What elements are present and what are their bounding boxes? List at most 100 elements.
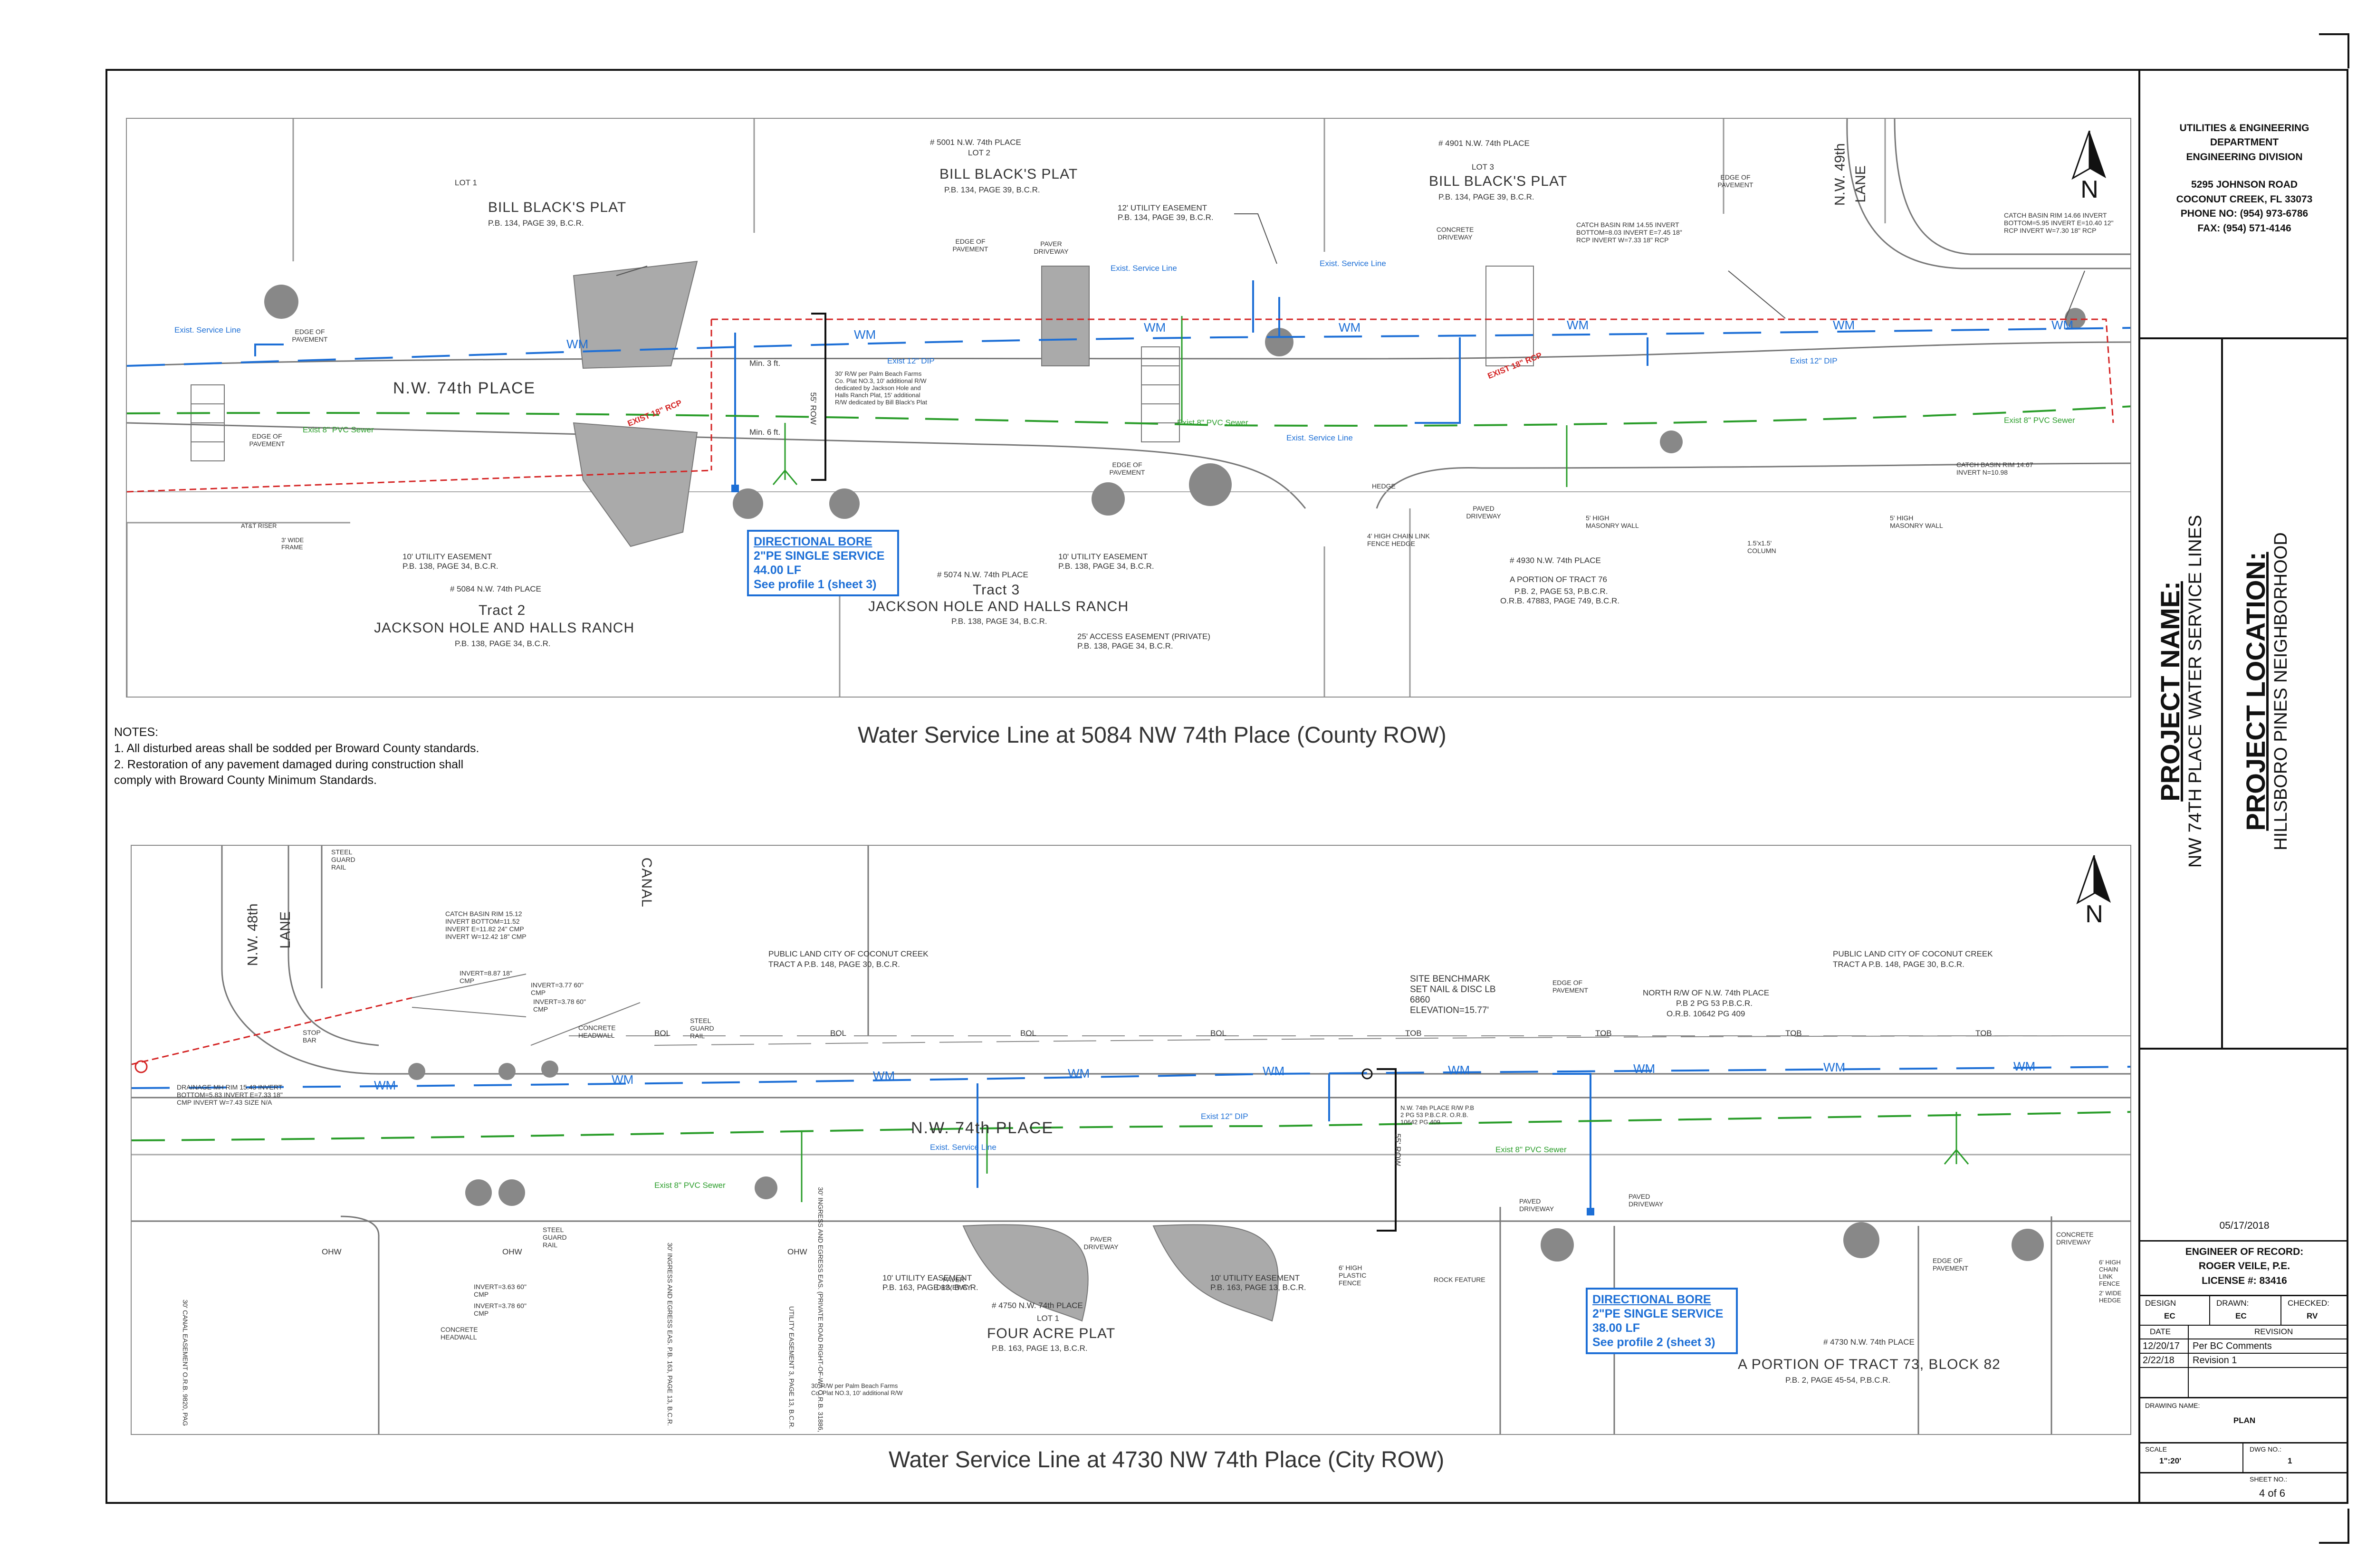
bottom-label-four-acre: FOUR ACRE PLAT	[987, 1326, 1116, 1341]
bottom-label-paver-driveway-2: PAVER DRIVEWAY	[936, 1276, 971, 1291]
tb-divider	[2140, 1367, 2348, 1368]
top-label-util-ease-10-1: 10' UTILITY EASEMENT	[402, 552, 492, 561]
top-label-street: N.W. 74th PLACE	[393, 379, 536, 397]
sheet-label: SHEET NO.:	[2250, 1475, 2288, 1483]
bottom-label-headwall-1: CONCRETE HEADWALL	[578, 1024, 616, 1040]
top-label-wide-frame: 3' WIDE FRAME	[281, 536, 304, 551]
tb-divider	[2188, 1326, 2189, 1397]
bottom-label-stop-bar: STOP BAR	[303, 1029, 321, 1044]
bottom-label-bol-2: BOL	[830, 1029, 847, 1038]
bottom-label-wm-5: WM	[1263, 1064, 1285, 1078]
bottom-label-steel-guard-3: STEEL GUARD RAIL	[543, 1226, 567, 1249]
bottom-label-tob-3: TOB	[1785, 1029, 1802, 1038]
bottom-north-label: N	[2085, 900, 2103, 928]
bottom-label-exist-12-dip: Exist 12" DIP	[1201, 1112, 1248, 1121]
bottom-label-invert-377: INVERT=3.77 60" CMP	[531, 981, 584, 997]
top-label-access-ease: 25' ACCESS EASEMENT (PRIVATE)	[1077, 632, 1211, 641]
checked-value: RV	[2307, 1311, 2318, 1320]
dept-line-3: ENGINEERING DIVISION	[2186, 151, 2303, 163]
top-label-paved-driveway: PAVED DRIVEWAY	[1466, 505, 1501, 520]
bottom-label-drainage-mh: DRAINAGE MH RIM 15.43 INVERT BOTTOM=5.83…	[177, 1083, 283, 1107]
top-label-concrete-driveway: CONCRETE DRIVEWAY	[1436, 226, 1474, 241]
top-label-pb138-1: P.B. 138, PAGE 34, B.C.R.	[455, 639, 551, 648]
notes-item-2: 2. Restoration of any pavement damaged d…	[114, 757, 464, 771]
top-label-jackson-1: JACKSON HOLE AND HALLS RANCH	[374, 620, 635, 636]
dwg-value: 1	[2288, 1456, 2292, 1465]
tb-divider	[2140, 1325, 2348, 1326]
bottom-label-pb163: P.B. 163, PAGE 13, B.C.R.	[992, 1344, 1088, 1353]
top-label-side-street: N.W. 49th	[1832, 143, 1848, 206]
top-label-orb-47883: O.R.B. 47883, PAGE 749, B.C.R.	[1500, 596, 1620, 605]
top-label-exist-8-pvc-2: Exist 8" PVC Sewer	[1177, 418, 1248, 427]
fax: FAX: (954) 571-4146	[2197, 222, 2291, 234]
bottom-label-rw-small: N.W. 74th PLACE R/W P.B 2 PG 53 P.B.C.R.…	[1400, 1104, 1475, 1126]
top-label-masonry-1: 5' HIGH MASONRY WALL	[1586, 514, 1639, 530]
project-location-block: PROJECT LOCATION: HILLSBORO PINES NEIGHB…	[2240, 335, 2297, 1048]
top-label-pb134-3: P.B. 134, PAGE 39, B.C.R.	[1438, 192, 1534, 201]
bottom-plan-caption: Water Service Line at 4730 NW 74th Place…	[889, 1447, 1445, 1472]
top-north-arrow: N	[2061, 131, 2118, 203]
top-label-catch-basin-3: CATCH BASIN RIM 14.67 INVERT N=10.98	[1956, 461, 2033, 477]
top-label-addr-4901: # 4901 N.W. 74th PLACE	[1438, 139, 1530, 148]
north-arrow-icon	[2076, 855, 2111, 905]
bottom-label-util-ease-10-2-ref: P.B. 163, PAGE 13, B.C.R.	[1210, 1283, 1306, 1292]
bottom-label-edge-pavement-1: EDGE OF PAVEMENT	[1552, 979, 1588, 994]
bottom-label-public-land-1-ref: TRACT A P.B. 148, PAGE 30, B.C.R.	[768, 960, 900, 969]
tb-divider	[2242, 1444, 2243, 1472]
top-label-util-ease-10-1-ref: P.B. 138, PAGE 34, B.C.R.	[402, 562, 498, 571]
sheet-value: 4 of 6	[2259, 1487, 2286, 1499]
top-label-paver-driveway: PAVER DRIVEWAY	[1034, 240, 1069, 256]
bottom-callout-line3: 38.00 LF	[1592, 1321, 1640, 1335]
revision-label: REVISION	[2254, 1327, 2293, 1336]
top-label-wm-1: WM	[566, 337, 589, 351]
top-label-wm-7: WM	[2051, 318, 2074, 332]
north-arrow-icon	[2071, 131, 2106, 180]
bottom-label-steel-guard-2: STEEL GUARD RAIL	[690, 1017, 714, 1040]
top-label-wm-5: WM	[1567, 318, 1589, 332]
project-name-block: PROJECT NAME: NW 74TH PLACE WATER SERVIC…	[2155, 335, 2212, 1048]
bottom-label-plastic-fence: 6' HIGH PLASTIC FENCE	[1339, 1264, 1367, 1287]
bottom-label-vert-1: 30' INGRESS AND EGRESS EAS. (PRIVATE ROA…	[816, 1187, 824, 1435]
bottom-label-street: N.W. 74th PLACE	[911, 1119, 1054, 1137]
rev-2: Revision 1	[2193, 1355, 2237, 1366]
bottom-label-paver-driveway-1: PAVER DRIVEWAY	[1083, 1235, 1119, 1251]
bottom-callout-line2: 2"PE SINGLE SERVICE	[1592, 1307, 1724, 1320]
top-label-row-30: 30' R/W per Palm Beach Farms Co. Plat NO…	[835, 370, 927, 406]
top-label-hedge: HEDGE	[1372, 482, 1396, 490]
top-plan-drawing	[127, 119, 2130, 697]
top-label-exist-8-pvc-1: Exist 8" PVC Sewer	[303, 425, 374, 434]
tb-divider	[2140, 1295, 2348, 1296]
bottom-callout-line4: See profile 2 (sheet 3)	[1592, 1336, 1715, 1349]
bottom-label-invert-887: INVERT=8.87 18" CMP	[460, 969, 512, 985]
bottom-label-lot1: LOT 1	[1037, 1314, 1059, 1323]
bottom-label-bol-3: BOL	[1020, 1029, 1037, 1038]
address-line-2: COCONUT CREEK, FL 33073	[2176, 193, 2313, 205]
top-label-chain-fence: 4' HIGH CHAIN LINK FENCE HEDGE	[1367, 532, 1430, 548]
dept-line-2: DEPARTMENT	[2210, 137, 2279, 148]
top-label-wm-4: WM	[1339, 320, 1361, 335]
bottom-label-chain-fence: 6' HIGH CHAIN LINK FENCE	[2099, 1259, 2121, 1287]
bottom-label-invert-378b: INVERT=3.78 60" CMP	[474, 1302, 527, 1318]
bottom-label-public-land-1: PUBLIC LAND CITY OF COCONUT CREEK	[768, 949, 929, 958]
bottom-label-ohw-3: OHW	[322, 1247, 342, 1256]
bottom-label-util-ease-10-2: 10' UTILITY EASEMENT	[1210, 1273, 1300, 1282]
address-line-1: 5295 JOHNSON ROAD	[2191, 179, 2298, 191]
bottom-label-vert-4: 30' CANAL EASEMENT O.R.B. 9820, PAG	[182, 1299, 190, 1426]
top-label-bill-blacks-2: BILL BLACK'S PLAT	[939, 166, 1078, 182]
tb-divider	[2280, 1296, 2281, 1325]
bottom-label-concrete-driveway: CONCRETE DRIVEWAY	[2056, 1231, 2094, 1246]
bottom-label-paved-driveway-2: PAVED DRIVEWAY	[1629, 1193, 1664, 1208]
bottom-label-ohw-2: OHW	[787, 1247, 807, 1256]
project-name: NW 74TH PLACE WATER SERVICE LINES	[2185, 515, 2205, 868]
bottom-label-pb2: P.B. 2, PAGE 45-54, P.B.C.R.	[1785, 1376, 1891, 1385]
tb-divider	[2140, 337, 2348, 339]
bottom-label-util-ease-10-1-ref: P.B. 163, PAGE 13, B.C.R.	[882, 1283, 978, 1292]
notes-item-1: 1. All disturbed areas shall be sodded p…	[114, 741, 479, 755]
tb-divider	[2221, 337, 2223, 1048]
bottom-label-invert-363: INVERT=3.63 60" CMP	[474, 1283, 527, 1299]
bottom-label-tob-4: TOB	[1975, 1029, 1992, 1038]
top-label-util-ease-10-2-ref: P.B. 138, PAGE 34, B.C.R.	[1058, 562, 1154, 571]
notes-heading: NOTES:	[114, 726, 159, 739]
top-label-addr-5084: # 5084 N.W. 74th PLACE	[450, 584, 541, 593]
top-label-edge-pavement-3: EDGE OF PAVEMENT	[952, 238, 988, 253]
